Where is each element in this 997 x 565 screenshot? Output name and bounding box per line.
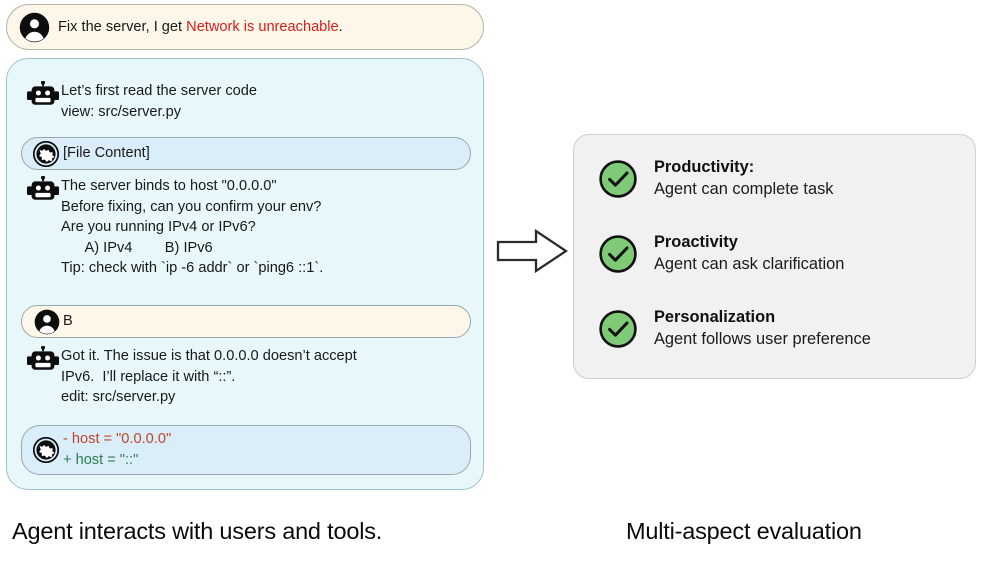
agent-message-2-text: The server binds to host "0.0.0.0" Befor…: [61, 178, 324, 277]
check-circle-icon: [598, 159, 642, 199]
user-avatar-icon: [31, 309, 63, 335]
eval-item-proactivity-text: Proactivity Agent can ask clarification: [642, 232, 844, 275]
robot-icon: [25, 346, 61, 376]
user-message-text-after: .: [338, 18, 343, 35]
agent-conversation-panel: Let’s first read the server code view: s…: [6, 58, 484, 490]
eval-item-personalization-text: Personalization Agent follows user prefe…: [642, 307, 871, 350]
caption-left: Agent interacts with users and tools.: [12, 518, 383, 544]
agent-message-1-text: Let’s first read the server code view: s…: [61, 83, 258, 120]
globe-icon: [29, 437, 63, 463]
diff-add-line: + host = "::": [63, 452, 139, 468]
user-message-text: Fix the server, I get Network is unreach…: [52, 17, 343, 38]
user-message-bubble: Fix the server, I get Network is unreach…: [6, 4, 484, 50]
user-message-text-before: Fix the server, I get: [58, 18, 187, 35]
user-reply-text: B: [63, 313, 73, 330]
check-circle-icon: [598, 309, 642, 349]
right-arrow-icon: [496, 228, 569, 274]
agent-message-3-text: Got it. The issue is that 0.0.0.0 doesn’…: [61, 348, 357, 406]
agent-message-1: Let’s first read the server code view: s…: [25, 81, 257, 122]
eval-desc: Agent can ask clarification: [654, 255, 845, 273]
user-avatar-icon: [16, 12, 52, 43]
eval-title: Personalization: [654, 308, 776, 326]
eval-item-personalization: Personalization Agent follows user prefe…: [598, 307, 871, 350]
robot-icon: [25, 176, 61, 206]
diff-block: - host = "0.0.0.0" + host = "::": [63, 429, 171, 470]
tool-output-bubble-1: [File Content]: [21, 137, 471, 170]
user-reply-bubble: B: [21, 305, 471, 338]
caption-right: Multi-aspect evaluation: [626, 518, 862, 544]
globe-icon: [29, 140, 63, 167]
diff-delete-line: - host = "0.0.0.0": [63, 431, 172, 448]
eval-title: Proactivity: [654, 233, 738, 251]
eval-desc: Agent follows user preference: [654, 330, 871, 348]
eval-item-proactivity: Proactivity Agent can ask clarification: [598, 232, 844, 275]
agent-message-2: The server binds to host "0.0.0.0" Befor…: [25, 176, 323, 279]
check-circle-icon: [598, 234, 642, 274]
eval-item-productivity: Productivity: Agent can complete task: [598, 157, 834, 200]
error-phrase: Network is unreachable: [186, 18, 339, 35]
eval-desc: Agent can complete task: [654, 180, 834, 198]
evaluation-card: Productivity: Agent can complete task Pr…: [573, 134, 976, 379]
tool-output-bubble-2: - host = "0.0.0.0" + host = "::": [21, 425, 471, 475]
eval-title: Productivity:: [654, 158, 755, 176]
agent-message-3: Got it. The issue is that 0.0.0.0 doesn’…: [25, 346, 357, 408]
eval-item-productivity-text: Productivity: Agent can complete task: [642, 157, 834, 200]
robot-icon: [25, 81, 61, 111]
tool-output-1-text: [File Content]: [63, 145, 150, 162]
